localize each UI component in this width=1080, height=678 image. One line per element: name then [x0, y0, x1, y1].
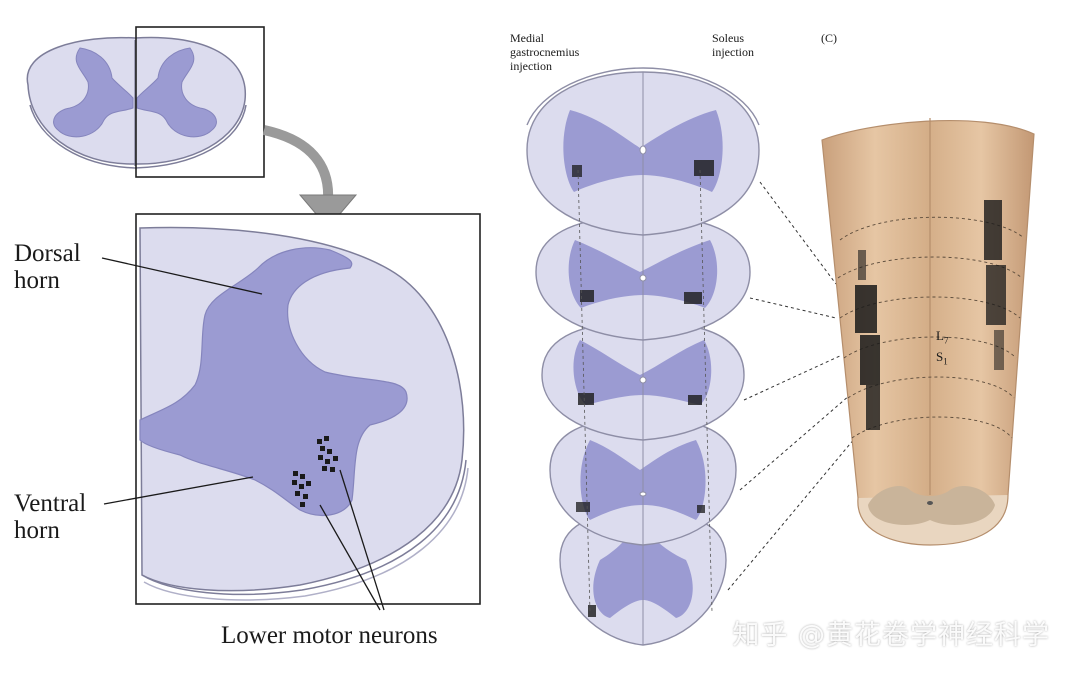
soleus-injection-label: Soleus injection — [712, 31, 754, 59]
segment-s1-label: S1 — [936, 349, 948, 370]
ventral-horn-label: Ventral horn — [14, 490, 86, 544]
panel-c-label: (C) — [821, 31, 837, 45]
ventral-horn-line2: horn — [14, 517, 60, 544]
medial-gastrocnemius-line1: Medial — [510, 31, 544, 45]
section-2 — [535, 215, 751, 341]
section-3 — [541, 321, 745, 441]
motor-neuron-cluster — [292, 436, 338, 507]
spinal-cord-3d — [821, 118, 1035, 546]
medial-gastrocnemius-line2: gastrocnemius — [510, 45, 580, 59]
medial-gastrocnemius-label: Medial gastrocnemius injection — [510, 31, 579, 73]
section-1 — [526, 67, 760, 236]
segment-s-sub: 1 — [943, 356, 948, 367]
dorsal-horn-label: Dorsal horn — [14, 240, 81, 294]
ventral-horn-line1: Ventral — [14, 490, 87, 517]
soleus-line1: Soleus — [712, 31, 745, 45]
section-4 — [549, 417, 737, 546]
small-cross-section — [26, 26, 265, 178]
segment-s-text: S — [936, 348, 944, 364]
section-connectors — [727, 181, 861, 591]
leader-lines — [101, 257, 385, 611]
segment-l7-label: L7 — [936, 328, 948, 349]
medial-gastrocnemius-line3: injection — [510, 59, 552, 73]
enlarged-cross-section — [135, 213, 481, 605]
segment-l-sub: 7 — [943, 335, 949, 346]
watermark: 知乎 @黄花卷学神经科学 — [732, 620, 1050, 651]
segment-l-text: L — [936, 328, 944, 343]
zoom-arrow-icon — [262, 125, 358, 229]
lower-motor-neurons-label: Lower motor neurons — [221, 622, 438, 649]
segment-labels: L7 S1 — [936, 328, 948, 369]
section-5 — [559, 511, 727, 646]
dorsal-horn-line1: Dorsal — [14, 240, 81, 267]
soleus-line2: injection — [712, 45, 754, 59]
serial-sections — [526, 67, 760, 646]
dorsal-horn-line2: horn — [14, 267, 60, 294]
